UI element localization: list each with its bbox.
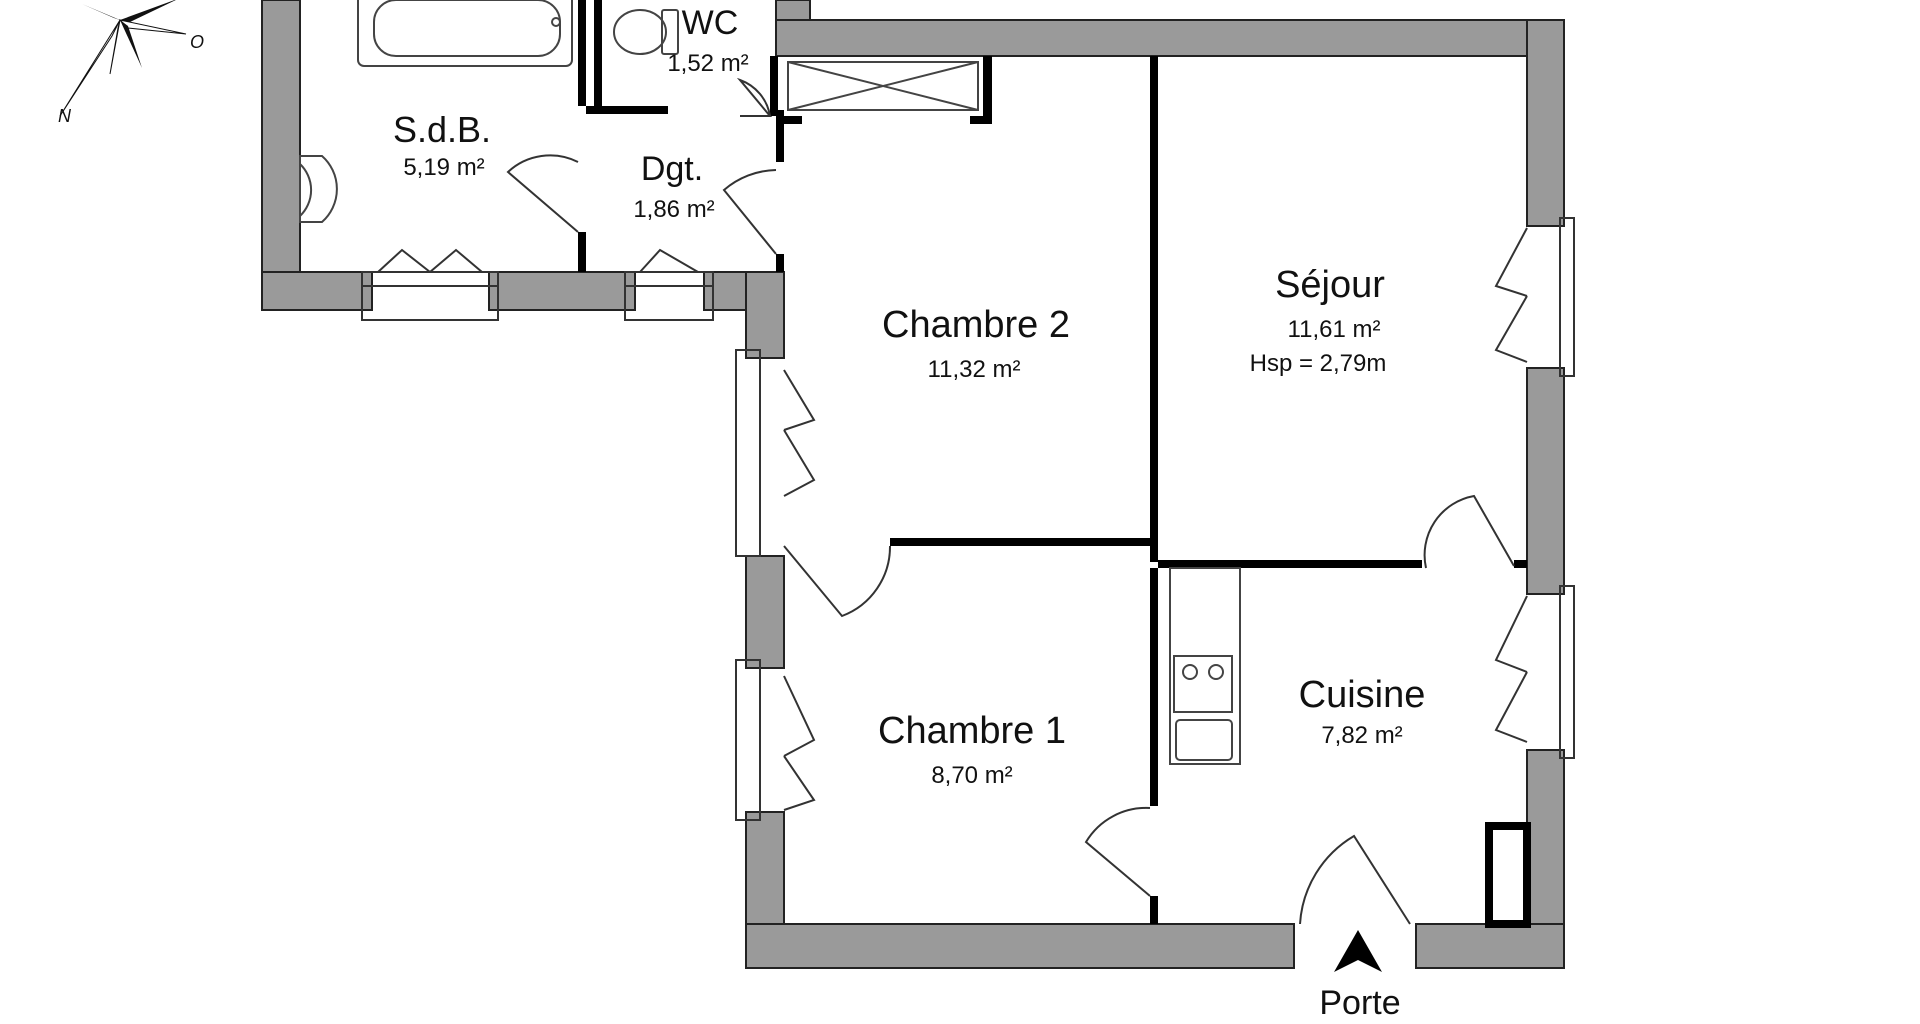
window-sejour: [1559, 217, 1575, 377]
door-chambre1: [783, 545, 892, 618]
cupboard-kitchen: [1485, 822, 1531, 928]
partition-wc-sdb: [578, 0, 586, 106]
partition-wc-south: [586, 106, 668, 114]
toilet: [613, 9, 667, 55]
partition-ch1-cuisine: [1150, 568, 1158, 806]
partition-ch2-ch1: [890, 538, 1152, 546]
door-chambre2: [722, 169, 777, 255]
doors: [506, 77, 1515, 925]
wall-south-2: [1415, 923, 1565, 969]
room-name-sejour: Séjour: [1275, 264, 1385, 306]
door-chambre1-cuisine: [1084, 806, 1151, 897]
partition-closet-south-right: [970, 116, 992, 124]
window-chambre1: [735, 659, 761, 821]
partition-sejour-cuisine: [1158, 560, 1422, 568]
kitchen-sink: [1175, 719, 1233, 761]
bathroom-sink: [299, 155, 338, 223]
room-area-cuisine: 7,82 m²: [1321, 722, 1403, 749]
room-area-dgt: 1,86 m²: [633, 196, 715, 223]
door-entrance: [1299, 834, 1411, 925]
room-name-chambre1: Chambre 1: [878, 710, 1066, 752]
bathtub: [357, 0, 573, 67]
compass-west-letter: O: [190, 32, 205, 52]
room-name-sdb: S.d.B.: [392, 109, 492, 150]
partition-dgt-east-low: [776, 110, 784, 162]
door-sdb: [506, 154, 579, 233]
fixtures: [299, 0, 1241, 765]
wall-sdb-south-mid: [488, 271, 636, 311]
entrance-label: Porte: [1319, 984, 1401, 1022]
partition-closet-south: [784, 116, 802, 124]
partition-closet-east: [983, 56, 992, 124]
wall-east-1: [1526, 19, 1565, 227]
wall-west-1: [745, 555, 785, 669]
partition-wc-east: [770, 56, 778, 116]
wall-east-2: [1526, 367, 1565, 595]
window-cuisine: [1559, 585, 1575, 759]
kitchen-hob: [1173, 655, 1233, 713]
partition-dgt-east-bottom: [776, 254, 784, 272]
closet: [787, 61, 979, 111]
wall-dgt-corner: [745, 271, 785, 359]
room-area-chambre2: 11,32 m²: [927, 356, 1021, 383]
room-area-chambre1: 8,70 m²: [931, 762, 1013, 789]
door-wc: [736, 77, 773, 117]
room-name-wc: WC: [681, 4, 739, 42]
partition-wc-west-tile: [594, 0, 602, 106]
partition-ch2-sejour: [1150, 56, 1158, 562]
window-chambre2: [735, 349, 761, 557]
compass-rose-icon: [59, 0, 187, 117]
exterior-walls: [261, 0, 1565, 969]
room-name-chambre2: Chambre 2: [882, 304, 1070, 346]
window-dgt: [624, 271, 714, 321]
room-name-cuisine: Cuisine: [1298, 674, 1426, 716]
wall-south-1: [745, 923, 1295, 969]
room-area-wc: 1,52 m²: [667, 50, 749, 77]
wall-sdb-south: [261, 271, 373, 311]
door-sejour: [1423, 494, 1515, 569]
room-area-sdb: 5,19 m²: [403, 154, 485, 181]
room-ceiling-height-sejour: Hsp = 2,79m: [1249, 350, 1387, 377]
window-sdb: [361, 271, 499, 321]
entrance-arrow-icon: [1334, 930, 1382, 972]
windows: [361, 217, 1575, 821]
partition-sejour-cuisine-end: [1514, 560, 1527, 568]
room-area-sejour: 11,61 m²: [1287, 316, 1381, 343]
partition-wc-sdb-lower: [578, 232, 586, 272]
compass-north-letter: N: [58, 106, 71, 126]
interior-partitions: [578, 0, 1531, 928]
wall-sdb-west: [261, 0, 301, 311]
kitchen-counter: [1169, 567, 1241, 765]
partition-ch1-cuisine-low: [1150, 896, 1158, 924]
wall-top: [775, 19, 1565, 57]
room-name-dgt: Dgt.: [640, 150, 704, 188]
